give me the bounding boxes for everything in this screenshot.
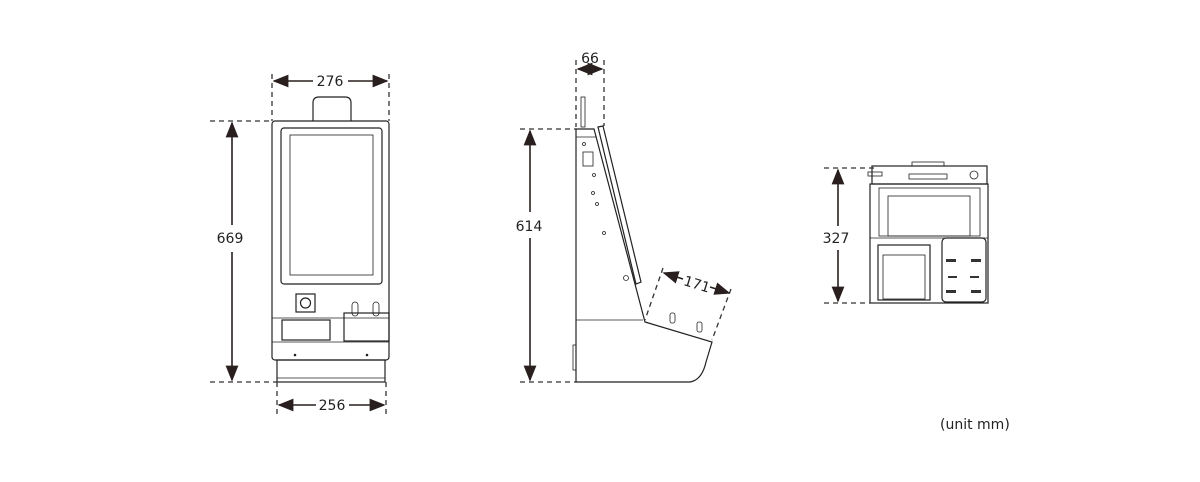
side-profile (575, 128, 713, 383)
unit-label: (unit mm) (940, 417, 1010, 433)
printer-slot (281, 319, 331, 341)
screen (289, 134, 374, 276)
top-handle (312, 96, 352, 121)
rear-view: 327 (823, 161, 989, 304)
screen-bezel (280, 127, 383, 285)
screen-side (597, 125, 642, 285)
dim-side-depth-top: 66 (581, 51, 599, 67)
dim-rear-height: 327 (823, 231, 850, 247)
antenna (580, 96, 586, 128)
stand-base (276, 359, 386, 383)
rear-body (869, 183, 989, 304)
camera-box (295, 293, 316, 313)
dim-front-height: 669 (217, 231, 244, 247)
side-view: 66 614 171 (516, 51, 732, 383)
dim-side-tray: 171 (682, 273, 712, 296)
dim-front-width-top: 276 (317, 74, 344, 90)
front-view: 276 669 256 (210, 74, 390, 414)
camera-lens-icon (299, 297, 312, 309)
mount-plate (941, 237, 987, 303)
printer-rear (877, 244, 931, 301)
card-reader-bracket (343, 312, 390, 342)
dim-front-width-base: 256 (319, 398, 346, 414)
dim-side-height: 614 (516, 219, 543, 235)
speaker-grille (582, 151, 594, 167)
